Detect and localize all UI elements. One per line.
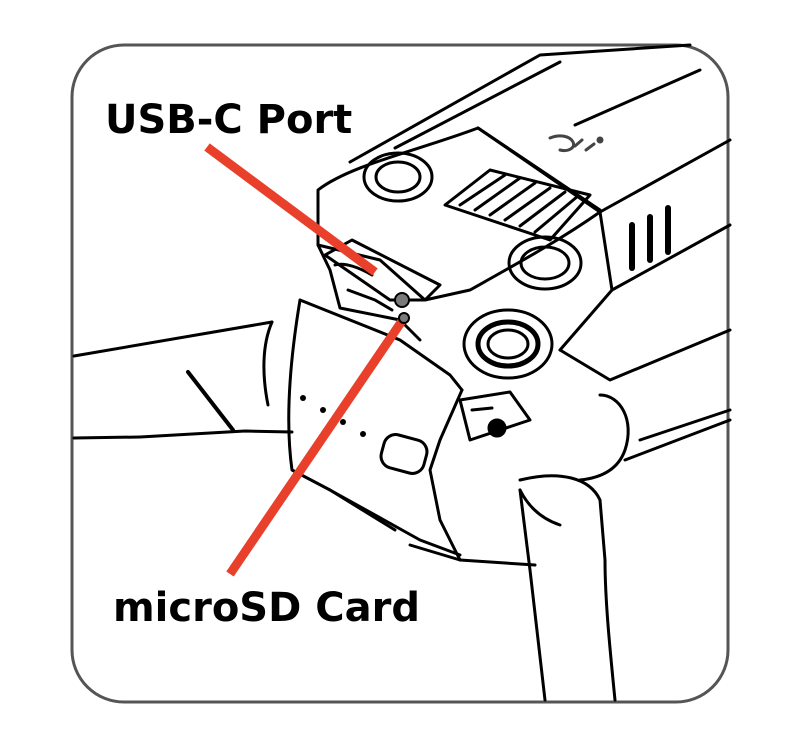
usb-c-port-label: USB-C Port — [105, 97, 353, 143]
dji-logo — [548, 134, 604, 152]
rear-connector — [458, 390, 532, 442]
landing-gear-rear — [518, 474, 617, 702]
top-sensor-front — [362, 151, 434, 203]
usb-c-port-marker — [394, 292, 410, 308]
body-underside — [408, 543, 537, 567]
microsd-card-label: microSD Card — [113, 585, 420, 631]
cooling-grille — [443, 168, 592, 242]
status-leds — [300, 395, 366, 437]
microsd-slot-marker — [398, 312, 410, 324]
power-button — [379, 433, 429, 475]
drone-arm-left — [72, 320, 294, 440]
usb-c-callout-line — [204, 143, 378, 276]
microsd-callout-line — [226, 315, 408, 577]
top-sensor-rear — [462, 308, 554, 380]
side-vents — [629, 205, 671, 271]
rear-shell-panel — [287, 298, 464, 562]
port-compartment — [316, 238, 442, 342]
drone-top-cap — [316, 126, 602, 302]
